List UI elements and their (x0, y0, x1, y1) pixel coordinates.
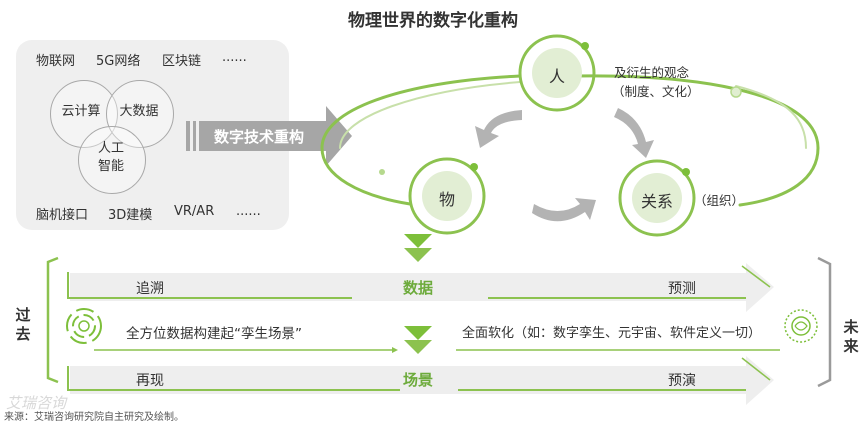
right-bracket (817, 256, 832, 388)
band-scene-right: 预演 (668, 373, 696, 389)
node-relation-label: 关系 (640, 192, 673, 211)
cycle-arrows-icon (475, 108, 654, 222)
node-object-icon (408, 157, 486, 235)
band-scene-center: 场景 (403, 371, 434, 389)
venn-label-ai-line1: 人工 (97, 141, 124, 156)
venn-label-bigdata: 大数据 (119, 104, 159, 119)
band-scene-arrow (67, 356, 774, 405)
node-object-label: 物 (438, 190, 455, 209)
tech-label-3d: 3D建模 (108, 208, 153, 223)
tech-label-iot: 物联网 (36, 54, 76, 69)
venn-label-cloud: 云计算 (61, 104, 101, 119)
tech-label-blockchain: 区块链 (162, 54, 202, 69)
dotted-globe-icon (784, 309, 818, 343)
source-note: 来源：艾瑞咨询研究院自主研究及绘制。 (4, 412, 184, 423)
band-data-center: 数据 (403, 279, 434, 297)
relation-note: （组织） (694, 193, 745, 208)
cycle-loop (320, 74, 820, 207)
tech-label-bci: 脑机接口 (36, 208, 89, 223)
tech-label-more-1: ...... (222, 50, 247, 65)
person-note-line2: （制度、文化） (612, 84, 700, 99)
person-note-line1: 及衍生的观念 (614, 65, 690, 80)
watermark: 艾瑞咨询 (6, 394, 67, 412)
node-relation-icon (618, 159, 696, 237)
venn-circle-ai (78, 126, 146, 194)
down-arrow-icon (404, 234, 432, 262)
past-label: 过去 (15, 306, 31, 343)
venn-label-ai-line2: 智能 (97, 159, 124, 174)
tech-label-vrar: VR/AR (174, 204, 215, 219)
tech-label-5g: 5G网络 (96, 54, 141, 69)
future-label: 未来 (843, 318, 859, 355)
spiral-circle-icon (66, 308, 102, 344)
big-arrow-icon (186, 106, 352, 166)
page-title: 物理世界的数字化重构 (348, 11, 518, 31)
middle-left-text: 全方位数据构建起“孪生场景” (126, 326, 302, 342)
middle-right-text: 全面软化（如：数字孪生、元宇宙、软件定义一切） (462, 326, 762, 341)
node-person-icon (518, 34, 596, 112)
node-person-label: 人 (548, 67, 565, 86)
band-data-left: 追溯 (136, 281, 164, 297)
band-scene-left: 再现 (136, 373, 164, 389)
band-data-right: 预测 (668, 281, 696, 297)
big-arrow-label: 数字技术重构 (214, 128, 305, 146)
band-data-arrow (67, 263, 774, 312)
down-arrow-icon-2 (404, 326, 432, 354)
left-bracket (46, 256, 59, 384)
tech-label-more-2: ...... (236, 204, 261, 219)
